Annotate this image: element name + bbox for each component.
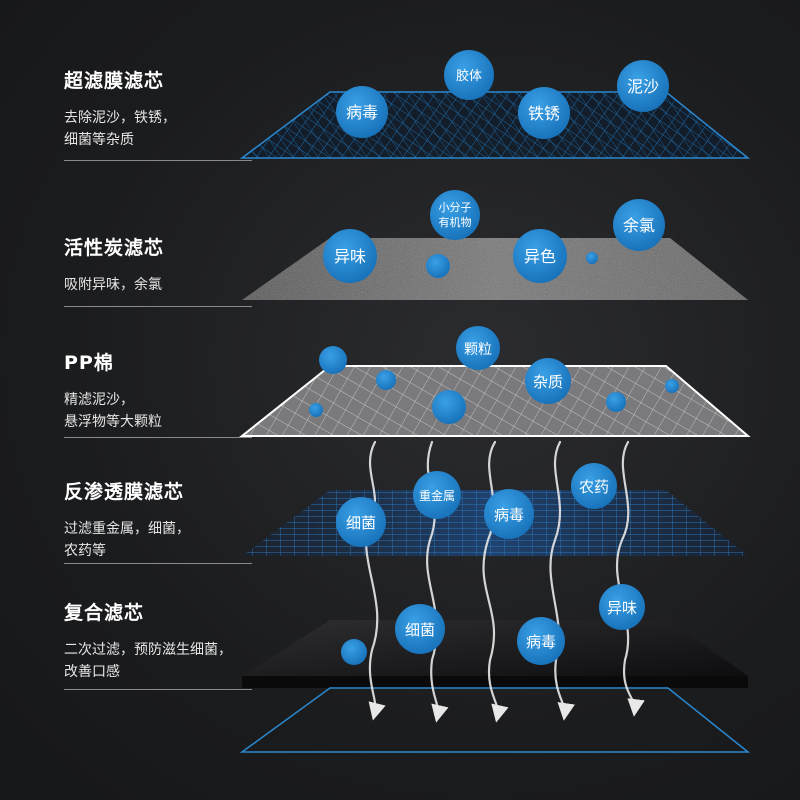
layer-pp-desc: 精滤泥沙， 悬浮物等大颗粒 — [64, 389, 264, 433]
bubble-label: 异味 — [334, 247, 366, 266]
layer-uf-text: 超滤膜滤芯 去除泥沙，铁锈， 细菌等杂质 — [64, 66, 264, 151]
layer-pp-desc-line: 悬浮物等大颗粒 — [64, 414, 162, 430]
layer-carbon-desc-line: 吸附异味，余氯 — [64, 277, 162, 293]
bubble-label: 异味 — [607, 599, 637, 617]
layer-pp-title: PP棉 — [64, 352, 114, 374]
ro-bubbles: 重金属 细菌 病毒 农药 — [336, 463, 617, 547]
uf-bubbles: 胶体 病毒 铁锈 泥沙 — [336, 50, 669, 139]
bubble-color: 异色 — [513, 229, 567, 283]
bubble-rust: 铁锈 — [518, 87, 570, 139]
layer-composite-title: 复合滤芯 — [64, 602, 145, 624]
particle-dot — [606, 392, 626, 412]
bubble-label: 细菌 — [346, 514, 376, 532]
layer-ro-desc: 过滤重金属，细菌， 农药等 — [64, 518, 264, 562]
layer-ro-desc-line: 农药等 — [64, 543, 106, 559]
layer-carbon-desc: 吸附异味，余氯 — [64, 274, 264, 296]
bubble-label: 泥沙 — [627, 77, 659, 96]
bubble-virus-ro: 病毒 — [484, 489, 534, 539]
layer-uf-desc-line: 去除泥沙，铁锈， — [64, 110, 176, 126]
layer-ro-title: 反渗透膜滤芯 — [64, 481, 185, 503]
bubble-chlorine: 余氯 — [613, 199, 665, 251]
bubble-impurities: 杂质 — [525, 358, 571, 404]
bubble-label: 小分子 — [439, 201, 472, 214]
layer-uf-desc: 去除泥沙，铁锈， 细菌等杂质 — [64, 107, 264, 151]
layer-carbon-title: 活性炭滤芯 — [64, 237, 165, 259]
pp-bubbles: 颗粒 杂质 — [309, 326, 679, 424]
layer-composite-desc-line: 改善口感 — [64, 664, 120, 680]
particle-dot — [309, 403, 323, 417]
layer-uf-desc-line: 细菌等杂质 — [64, 132, 134, 148]
particle-dot — [426, 254, 450, 278]
bubble-label: 病毒 — [346, 103, 378, 122]
layer-pp-text: PP棉 精滤泥沙， 悬浮物等大颗粒 — [64, 348, 264, 433]
separator-line — [64, 689, 252, 690]
bubble-label: 细菌 — [405, 621, 435, 639]
uf-membrane-layer — [239, 91, 751, 159]
separator-line — [64, 306, 252, 307]
output-plane — [239, 687, 751, 753]
bubble-label: 农药 — [579, 478, 609, 496]
bubble-sediment: 泥沙 — [617, 60, 669, 112]
bubble-virus: 病毒 — [336, 86, 388, 138]
pp-layer — [239, 365, 751, 437]
flow-arrow-3 — [482, 440, 509, 723]
bubble-label: 重金属 — [419, 488, 455, 503]
bubble-odor: 异味 — [323, 229, 377, 283]
bubble-bacteria: 细菌 — [336, 497, 386, 547]
bubble-label: 铁锈 — [528, 104, 560, 123]
bubble-label: 病毒 — [494, 506, 524, 524]
layer-pp-desc-line: 精滤泥沙， — [64, 392, 134, 408]
bubble-label: 有机物 — [439, 215, 472, 229]
layer-ro-text: 反渗透膜滤芯 过滤重金属，细菌， 农药等 — [64, 477, 264, 562]
bubble-bacteria-composite: 细菌 — [395, 604, 445, 654]
bubble-heavy-metal: 重金属 — [413, 471, 461, 519]
layer-carbon-text: 活性炭滤芯 吸附异味，余氯 — [64, 233, 264, 296]
bubble-label: 胶体 — [456, 68, 482, 84]
bubble-label: 余氯 — [623, 216, 655, 235]
separator-line — [64, 160, 252, 161]
separator-line — [64, 437, 252, 438]
layer-uf-title: 超滤膜滤芯 — [64, 70, 165, 92]
particle-dot — [319, 346, 347, 374]
bubble-virus-composite: 病毒 — [517, 617, 565, 665]
bubble-label: 异色 — [524, 247, 556, 266]
bubble-label: 杂质 — [533, 373, 563, 391]
flow-arrow-1 — [365, 440, 386, 721]
particle-dot — [432, 390, 466, 424]
particle-dot — [376, 370, 396, 390]
bubble-pesticide: 农药 — [571, 463, 617, 509]
bubble-label: 病毒 — [526, 633, 556, 651]
particle-dot — [586, 252, 598, 264]
separator-line — [64, 563, 252, 564]
bubble-label: 颗粒 — [464, 342, 492, 358]
bubble-odor-composite: 异味 — [599, 584, 645, 630]
layer-ro-desc-line: 过滤重金属，细菌， — [64, 521, 190, 537]
composite-layer — [242, 620, 748, 688]
flow-arrow-4 — [549, 440, 575, 721]
bubble-particles: 颗粒 — [456, 326, 500, 370]
layer-composite-text: 复合滤芯 二次过滤，预防滋生细菌， 改善口感 — [64, 598, 264, 683]
carbon-layer — [242, 238, 748, 300]
carbon-bubbles: 小分子 有机物 异味 异色 余氯 — [323, 190, 665, 283]
particle-dot — [665, 379, 679, 393]
composite-bubbles: 细菌 病毒 异味 — [341, 584, 645, 665]
layer-composite-desc-line: 二次过滤，预防滋生细菌， — [64, 642, 232, 658]
particle-dot — [341, 639, 367, 665]
bubble-small-organic: 小分子 有机物 — [430, 190, 480, 240]
layer-composite-desc: 二次过滤，预防滋生细菌， 改善口感 — [64, 639, 264, 683]
bubble-colloid: 胶体 — [444, 50, 494, 100]
